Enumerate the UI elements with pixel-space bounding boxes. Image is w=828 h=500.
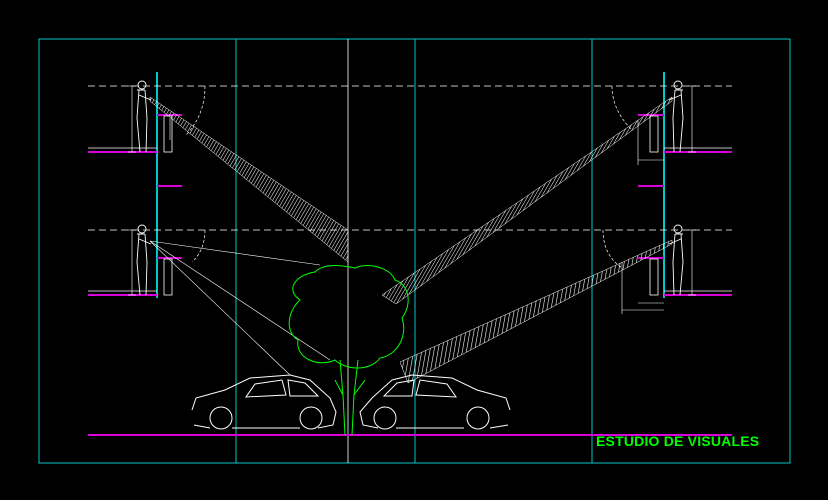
car-right [359, 374, 511, 430]
floor-slabs [88, 114, 732, 436]
drawing-title: ESTUDIO DE VISUALES [596, 433, 760, 449]
figure-right-upper [668, 80, 684, 153]
sight-cones [149, 96, 673, 384]
car-left [191, 374, 337, 430]
balcony-ledges [88, 115, 732, 296]
eye-level-lines [88, 85, 732, 231]
figure-right-lower [668, 224, 684, 296]
figure-left-lower [136, 224, 152, 296]
dimension-lines [128, 85, 696, 314]
tree [288, 265, 409, 436]
figure-left-upper [136, 80, 152, 153]
